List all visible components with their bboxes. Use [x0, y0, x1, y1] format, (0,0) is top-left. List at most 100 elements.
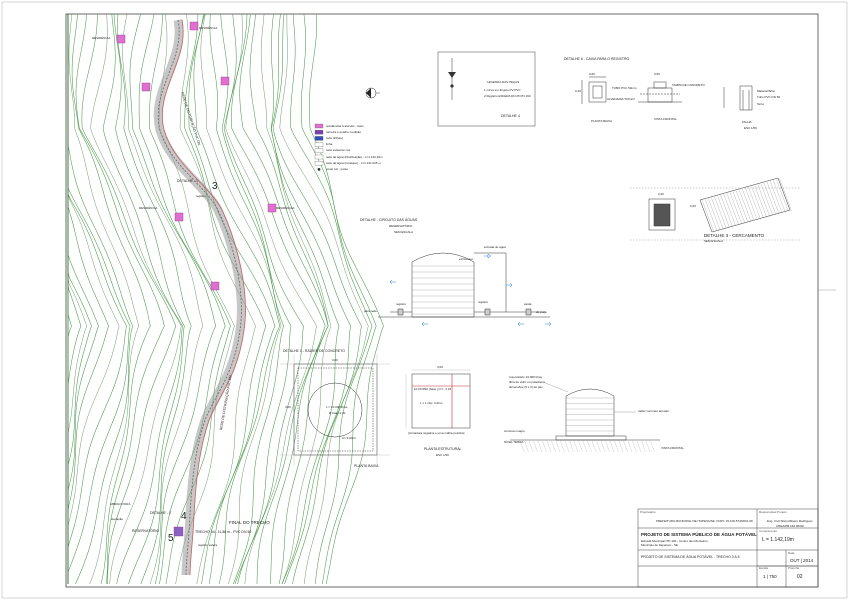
contour-line	[75, 13, 165, 585]
label-residencia: RESIDÊNCIA	[276, 206, 295, 210]
fence-mesh	[760, 183, 774, 216]
trecho-info: TRECHO 04 - 11,86 m - PVC DN 50	[195, 530, 252, 534]
contour-line	[67, 14, 131, 584]
road-pipeline	[153, 19, 246, 576]
contour-line	[67, 14, 92, 584]
point-4: 4	[181, 511, 187, 522]
fence-mesh	[714, 196, 727, 229]
fence-mesh	[751, 186, 764, 219]
label-detalhe-2: DETALHE - 2	[150, 511, 171, 515]
caixa-tubo-pvc: Tubo PVC DN 50	[757, 95, 781, 99]
tank-front-view	[510, 381, 660, 453]
fence-mesh	[757, 184, 770, 217]
legend-swatch	[314, 136, 324, 141]
soil-hatch	[587, 440, 592, 453]
fence-detail	[630, 177, 800, 241]
contour-line	[220, 13, 292, 585]
reservoir-lot	[173, 526, 184, 537]
house-lot	[141, 82, 151, 92]
houses	[116, 21, 277, 537]
soil-hatch	[555, 440, 561, 453]
label-abrigo: ABRIGO PARA	[110, 502, 131, 506]
fence-mesh	[773, 180, 786, 213]
radier-area: A= 9,00m²	[342, 436, 356, 440]
label-elevacao: elevação	[111, 517, 124, 521]
fence-mesh	[742, 188, 755, 221]
legend-item-label: poste luz - poste	[326, 166, 349, 171]
radier-inner-2: Ø base 2,30	[329, 411, 346, 415]
struct-row-1: 10,00 Ø10 (base y) N - 2,15	[414, 387, 452, 391]
contour-line	[188, 13, 276, 585]
soil-hatch	[533, 440, 538, 453]
contour-line	[272, 13, 362, 585]
radier-planta: PLANTA BAIXA	[354, 464, 379, 468]
struct-row-2: L = 1 cbp: 3,22m	[420, 401, 443, 405]
contour-line	[67, 14, 72, 584]
tank-solo: concreto magro	[504, 429, 525, 433]
tb-data: OUT | 2014	[790, 558, 814, 563]
house-lot	[267, 203, 277, 213]
tank-note-3: dimensões (5 x 3) de pés	[509, 385, 543, 389]
contour-line	[122, 13, 204, 585]
caixa-esc: ESC 1/50	[744, 126, 757, 130]
tb-comprimento: L = 1.142,19m	[762, 537, 794, 543]
label-detalhe-1: DETALHE - 1	[177, 179, 198, 183]
soil-hatch	[627, 440, 633, 453]
contour-line	[200, 13, 282, 585]
radier-inner: L = 10.000 litros	[326, 405, 348, 409]
legend-swatch	[314, 123, 324, 129]
contour-line	[71, 13, 151, 585]
detail-4-box	[437, 51, 536, 127]
detail-6-drawings	[581, 76, 753, 111]
struct-note: (Armadura negativa e uma malha positiva)	[408, 431, 465, 435]
caixa-title: DETALHE 6 - CAIXA PARA O REGISTRO	[564, 57, 630, 61]
circuit-entrada: entrada de água	[484, 245, 506, 249]
circuit-sub1: RESERVATÓRIO	[389, 224, 413, 228]
contour-line	[68, 13, 139, 585]
inner-border	[65, 13, 819, 588]
caixa-planta: PLANTA BAIXA	[591, 119, 612, 123]
caixa-dim: 0,50	[654, 72, 660, 76]
fence-mesh	[726, 193, 739, 226]
soil-hatch	[564, 440, 570, 453]
contour-line	[223, 13, 304, 585]
fence-mesh	[763, 182, 777, 216]
legend-swatch	[314, 161, 324, 166]
fence-mesh	[766, 182, 780, 215]
contour-line	[225, 13, 317, 585]
legend-swatch	[314, 154, 324, 160]
circuit-sub2: SEM ESCALA	[394, 230, 414, 234]
contour-lines	[67, 13, 384, 585]
soil-hatch	[569, 440, 574, 453]
tb-crea: CREA/PB 160.003/D	[776, 524, 804, 528]
contour-line	[261, 13, 332, 585]
fence-mesh	[748, 187, 761, 220]
soil-hatch	[578, 440, 583, 453]
tb-prancha-label: Prancha	[788, 566, 800, 570]
detail4-item-2: 2 Registro ESFERA DN 25 PN 160	[484, 94, 531, 98]
caixa-terra: Terra	[757, 102, 764, 106]
fence-mesh	[717, 195, 730, 228]
contour-line	[249, 13, 329, 585]
tb-responsavel: Eng. Civil Silvio Ribeiro Rodrigues	[767, 519, 813, 523]
soil-hatch	[524, 440, 529, 453]
fence-mesh	[739, 189, 752, 222]
caixa-tubo: TUBO PVC 50mm	[612, 86, 637, 90]
legend-swatch	[314, 130, 324, 135]
house-lot	[220, 76, 230, 86]
soil-hatch	[528, 440, 534, 453]
legend-item-label: rede de água (Distribuição) - L=1.142,19…	[326, 154, 383, 159]
point-3-sub: registro	[196, 194, 207, 198]
fence-mesh	[770, 181, 783, 214]
contour-line	[271, 13, 351, 585]
soil-hatch	[591, 440, 597, 453]
fence-mesh	[711, 197, 724, 230]
contour-line	[81, 13, 177, 585]
legend-swatch	[314, 148, 324, 153]
fence-title: DETALHE 3 - CERCAMENTO	[704, 233, 765, 238]
tb-data-label: Data	[788, 551, 795, 555]
soil-hatch	[650, 440, 655, 453]
label-residencia: RESIDÊNCIA	[199, 26, 218, 30]
fence-mesh	[729, 192, 743, 225]
contour-line	[301, 13, 377, 585]
